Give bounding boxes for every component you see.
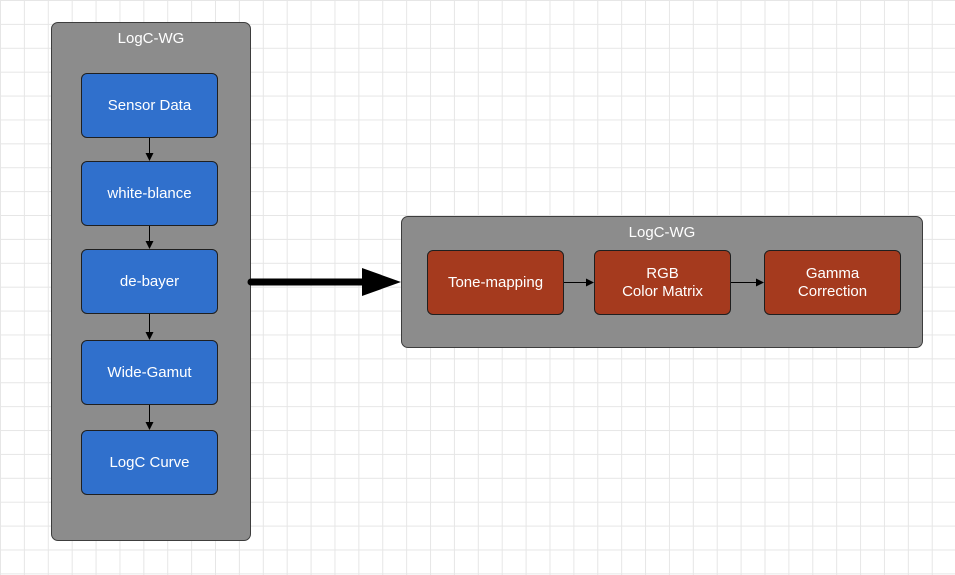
node-de-bayer[interactable]: de-bayer [81, 249, 218, 314]
node-logc-curve[interactable]: LogC Curve [81, 430, 218, 495]
container-title-right: LogC-WG [628, 224, 696, 241]
container-title-left: LogC-WG [117, 30, 185, 47]
node-rgb-color-matrix[interactable]: RGB Color Matrix [594, 250, 731, 315]
node-wide-gamut[interactable]: Wide-Gamut [81, 340, 218, 405]
node-sensor-data[interactable]: Sensor Data [81, 73, 218, 138]
node-gamma-correction[interactable]: Gamma Correction [764, 250, 901, 315]
node-white-balance[interactable]: white-blance [81, 161, 218, 226]
node-tone-mapping[interactable]: Tone-mapping [427, 250, 564, 315]
big-arrow-logc-to-rendering [247, 268, 401, 296]
